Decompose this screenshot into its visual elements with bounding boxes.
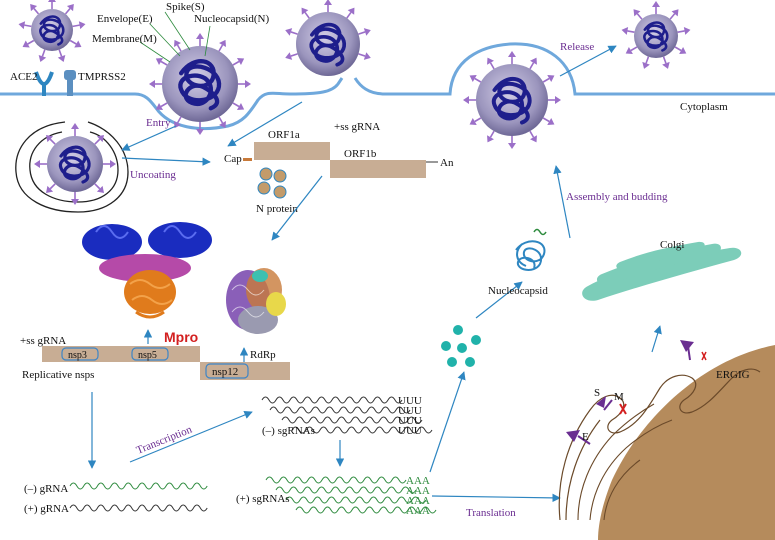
- label-envelope: Envelope(E): [97, 13, 153, 25]
- label-uuu-1: UUU: [398, 395, 422, 407]
- golgi-apparatus-icon: [582, 241, 742, 301]
- label-nsp5: nsp5: [138, 350, 157, 361]
- green-rna-fragment: [533, 228, 547, 236]
- label-uuu-4: UUU: [398, 425, 422, 437]
- label-translation: Translation: [466, 507, 516, 519]
- label-plus-sgrnas: (+) sgRNAs: [236, 493, 290, 505]
- label-nsp3: nsp3: [68, 350, 87, 361]
- nsp3-box: [61, 347, 99, 361]
- label-membrane: Membrane(M): [92, 33, 157, 45]
- label-replicative: Replicative nsps: [22, 369, 94, 381]
- er-nucleus-body: [598, 345, 775, 540]
- label-uncoating: Uncoating: [130, 169, 176, 181]
- label-colgi: Colgi: [660, 239, 684, 251]
- label-aaa-1: AAA: [406, 475, 430, 487]
- rdrp-structure-icon: [226, 268, 286, 334]
- label-tmprss2: TMPRSS2: [78, 71, 126, 83]
- label-minus-sgrnas: (–) sgRNAs: [262, 425, 315, 437]
- virion-labeled: [148, 32, 252, 136]
- label-release: Release: [560, 41, 594, 53]
- label-nucleocapsid: Nucleocapsid: [488, 285, 548, 297]
- virion-top-left: [17, 0, 87, 65]
- label-ss-grna-mid: +ss gRNA: [20, 335, 66, 347]
- orf1b-bar: [330, 160, 426, 178]
- replicative-bar-lower: [200, 362, 290, 380]
- label-nucleocapsid-n: Nucleocapsid(N): [194, 13, 269, 25]
- label-ace2: ACE2: [10, 71, 38, 83]
- label-cap: Cap: [224, 153, 242, 165]
- label-orf1b: ORF1b: [344, 148, 377, 160]
- label-n-protein: N protein: [256, 203, 298, 215]
- ergic-membrane: [558, 368, 761, 521]
- label-spike: Spike(S): [166, 1, 205, 13]
- ace2-receptor-icon: [34, 71, 54, 96]
- replicative-bar-upper: [42, 346, 200, 362]
- label-assembly: Assembly and budding: [566, 191, 668, 203]
- nsp12-box: [205, 363, 249, 379]
- label-uuu-3: UUU: [398, 415, 422, 427]
- plus-grna-wave: [69, 504, 208, 512]
- label-entry: Entry: [146, 117, 171, 129]
- orf1a-bar: [254, 142, 330, 160]
- label-ss-grna-top: +ss gRNA: [334, 121, 380, 133]
- label-aaa-2: AAA: [406, 485, 430, 497]
- label-aaa-3: AAA: [406, 495, 430, 507]
- label-transcription: Transcription: [135, 423, 195, 456]
- s-protein-marker-icon: [596, 396, 613, 411]
- label-m: M: [614, 391, 624, 403]
- label-orf1a: ORF1a: [268, 129, 300, 141]
- endosome-vesicle: [15, 121, 129, 213]
- label-an: An: [440, 157, 454, 169]
- label-uuu-2: UUU: [398, 405, 422, 417]
- label-plus-grna: (+) gRNA: [24, 503, 69, 515]
- structural-proteins-dots: [441, 325, 481, 367]
- budding-spike-marker-icon: [680, 340, 707, 361]
- label-s: S: [594, 387, 600, 399]
- virion-budding-in: [283, 0, 373, 76]
- label-e: E: [582, 431, 589, 443]
- label-minus-grna: (–) gRNA: [24, 483, 68, 495]
- virion-released: [620, 0, 692, 72]
- plasma-membrane: [0, 42, 775, 131]
- minus-grna-wave: [69, 482, 208, 490]
- label-aaa-4: AAA: [406, 505, 430, 517]
- e-protein-marker-icon: [566, 430, 591, 445]
- virion-budding-out: [462, 50, 562, 150]
- nsp5-box: [131, 347, 169, 361]
- label-mpro: Mpro: [164, 329, 198, 345]
- n-protein-icon: [257, 167, 287, 199]
- label-ergig: ERGIG: [716, 369, 750, 381]
- m-protein-marker-icon: [619, 403, 627, 415]
- label-cytoplasm: Cytoplasm: [680, 101, 728, 113]
- mpro-structure-icon: [82, 222, 212, 319]
- nucleocapsid-icon: [515, 240, 546, 271]
- label-nsp12: nsp12: [212, 366, 238, 378]
- label-rdrp: RdRp: [250, 349, 276, 361]
- tmprss2-receptor-icon: [64, 70, 76, 96]
